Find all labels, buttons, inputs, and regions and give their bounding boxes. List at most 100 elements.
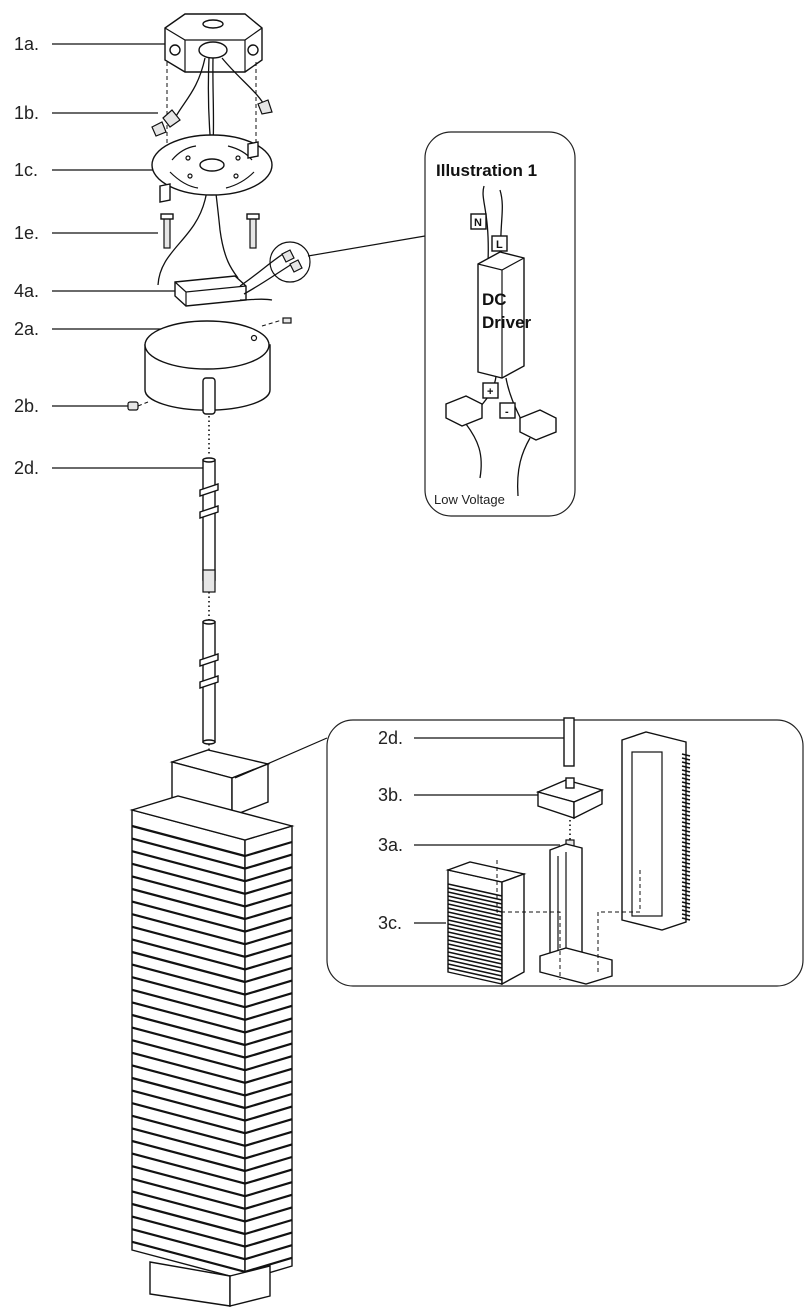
fin-line-side — [244, 1143, 293, 1160]
fin-line — [681, 805, 691, 809]
fin-line-side — [244, 1004, 293, 1021]
fin-line — [681, 909, 691, 913]
fin-line — [447, 935, 503, 949]
detail-assembly-line-right — [597, 870, 641, 972]
fin-line — [447, 919, 503, 933]
fin-line-side — [244, 1155, 293, 1173]
fin-line — [681, 781, 691, 785]
fin-line-side — [244, 1130, 293, 1147]
set-screw — [261, 317, 292, 327]
illustration-panel: Illustration 1 N L DC Driver + - Low Vol… — [424, 131, 576, 517]
fin-line — [681, 889, 691, 893]
supply-wires — [157, 57, 267, 286]
fin-line — [681, 917, 691, 921]
detail-label-3b: 3b. — [378, 785, 403, 805]
junction-box — [164, 13, 263, 73]
fin-line — [681, 905, 691, 909]
connector-left — [445, 395, 483, 427]
fin-line-side — [244, 1206, 293, 1223]
fin-line — [131, 1228, 246, 1261]
detail-fin-stack-left — [445, 861, 527, 986]
plus-tag: + — [487, 386, 493, 398]
fin-line — [681, 809, 691, 813]
fin-line — [131, 837, 246, 870]
detail-label-2d: 2d. — [378, 728, 403, 748]
canopy-screw — [127, 401, 149, 411]
detail-assembly-line-left — [496, 860, 561, 980]
fin-line — [447, 915, 503, 929]
neutral-tag: N — [474, 217, 482, 229]
fin-line — [447, 891, 503, 905]
fin-line — [681, 793, 691, 797]
detail-cap-3b — [535, 777, 605, 820]
fin-line — [681, 785, 691, 789]
shade-fins — [131, 824, 293, 1273]
label-1b: 1b. — [14, 103, 39, 123]
fin-line — [681, 829, 691, 833]
fin-line — [447, 911, 503, 925]
fin-line-side — [244, 1080, 293, 1097]
fin-line — [681, 825, 691, 829]
fin-line — [131, 1139, 246, 1173]
dc-driver-box — [477, 251, 525, 379]
neutral-tag-box — [470, 213, 487, 230]
fin-line — [131, 1001, 246, 1034]
driver-label-line1: DC — [482, 290, 507, 309]
detail-rod — [563, 717, 575, 767]
fin-line-side — [244, 903, 293, 921]
fin-line — [681, 821, 691, 825]
fin-line-side — [244, 966, 293, 984]
low-voltage-label: Low Voltage — [434, 492, 505, 507]
fin-line — [681, 893, 691, 897]
detail-label-3a: 3a. — [378, 835, 403, 855]
fin-line — [447, 903, 503, 917]
mounting-plate — [151, 134, 273, 203]
fin-line — [447, 943, 503, 957]
label-2d: 2d. — [14, 458, 39, 478]
fin-line — [447, 963, 503, 977]
fin-line-side — [244, 1231, 293, 1248]
fin-line — [131, 900, 246, 933]
minus-tag: - — [505, 406, 509, 418]
fin-line-side — [244, 1067, 293, 1084]
fin-line — [447, 959, 503, 973]
fin-line — [131, 988, 246, 1021]
fin-line — [447, 899, 503, 913]
driver-box — [174, 251, 293, 307]
fin-line — [447, 883, 503, 897]
detail-callout-leader — [234, 737, 328, 779]
fin-line-side — [244, 1244, 293, 1261]
fin-line — [681, 757, 691, 761]
wire-nuts — [151, 99, 273, 137]
label-2a: 2a. — [14, 319, 39, 339]
fin-line — [131, 938, 246, 971]
fin-line — [681, 881, 691, 885]
live-tag-box — [491, 235, 508, 252]
fin-line — [131, 1177, 246, 1210]
fin-line — [131, 1051, 246, 1084]
fin-line — [681, 773, 691, 777]
fin-line — [131, 950, 246, 984]
fin-line — [447, 939, 503, 953]
fin-line — [131, 1039, 246, 1072]
label-1a: 1a. — [14, 34, 39, 54]
fin-line-side — [244, 840, 293, 858]
fin-line — [447, 923, 503, 937]
fin-line — [131, 1240, 246, 1273]
fin-line — [681, 837, 691, 841]
part-labels: 1a. 1b. 1c. 1e. 4a. 2a. 2b. 2d. — [14, 34, 204, 478]
fin-line — [681, 841, 691, 845]
fin-line-side — [244, 1055, 293, 1072]
fin-line — [681, 797, 691, 801]
fin-line-side — [244, 1029, 293, 1047]
fin-line-side — [244, 916, 293, 933]
fin-line-side — [244, 878, 293, 895]
fin-line — [681, 913, 691, 917]
fin-line — [131, 1152, 246, 1185]
fin-line — [447, 951, 503, 965]
fin-line — [681, 753, 691, 757]
fin-line — [681, 845, 691, 849]
fin-line — [131, 1215, 246, 1248]
fin-line — [131, 1102, 246, 1135]
